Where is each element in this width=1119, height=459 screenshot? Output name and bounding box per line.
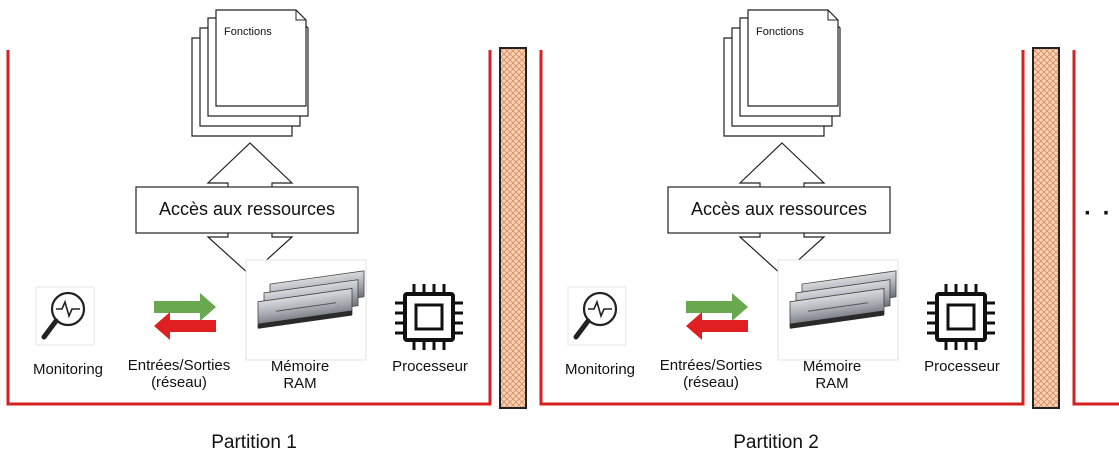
partition-3-border-partial bbox=[1072, 50, 1119, 406]
partition-2-border bbox=[539, 50, 1025, 406]
partition-separator-1 bbox=[499, 47, 527, 409]
io-network-label: Entrées/Sorties (réseau) bbox=[659, 357, 763, 391]
output-arrow-green bbox=[686, 293, 748, 321]
partition-1-border bbox=[6, 50, 492, 406]
function-documents-stack bbox=[191, 9, 309, 137]
monitoring-icon bbox=[567, 286, 627, 346]
partition-separator-2 bbox=[1032, 47, 1060, 409]
ram-memory-label: Mémoire RAM bbox=[802, 358, 862, 392]
access-box-frame bbox=[667, 186, 891, 234]
continuation-ellipsis: · · bbox=[1084, 200, 1113, 227]
output-arrow-green bbox=[154, 293, 216, 321]
monitoring-label: Monitoring bbox=[32, 361, 104, 378]
ram-icon bbox=[245, 259, 367, 361]
ram-memory-label: Mémoire RAM bbox=[270, 358, 330, 392]
processor-label: Processeur bbox=[924, 358, 1000, 375]
processor-icon bbox=[395, 284, 463, 350]
partition-2-title: Partition 2 bbox=[733, 432, 819, 453]
functions-doc-label: Fonctions bbox=[224, 26, 272, 38]
partition-1-title: Partition 1 bbox=[211, 432, 297, 453]
io-network-label: Entrées/Sorties (réseau) bbox=[127, 357, 231, 391]
ram-icon bbox=[777, 259, 899, 361]
processor-icon bbox=[927, 284, 995, 350]
function-documents-stack bbox=[723, 9, 841, 137]
resource-access-label: Accès aux ressources bbox=[158, 199, 336, 219]
resource-access-label: Accès aux ressources bbox=[690, 199, 868, 219]
monitoring-icon bbox=[35, 286, 95, 346]
input-arrow-red bbox=[154, 312, 216, 340]
input-arrow-red bbox=[686, 312, 748, 340]
processor-label: Processeur bbox=[392, 358, 468, 375]
functions-doc-label: Fonctions bbox=[756, 26, 804, 38]
monitoring-label: Monitoring bbox=[564, 361, 636, 378]
access-box-frame bbox=[135, 186, 359, 234]
